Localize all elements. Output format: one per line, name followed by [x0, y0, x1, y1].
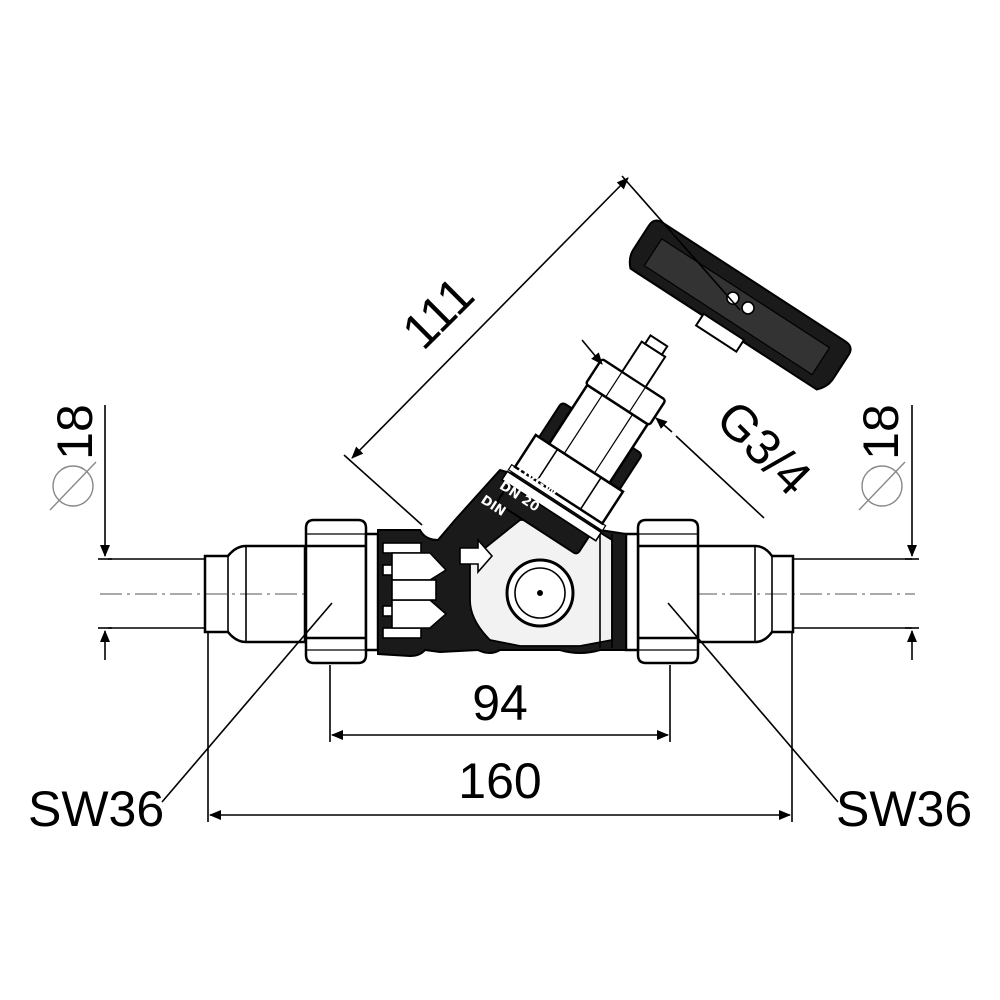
dimension-thread — [581, 339, 765, 519]
wrench-size-right-label: SW36 — [836, 781, 972, 837]
dimension-94-label: 94 — [472, 675, 528, 731]
dimension-dia-left-label: 18 — [47, 404, 103, 460]
left-pipe — [108, 544, 307, 644]
dimension-dia-right-label: 18 — [853, 404, 909, 460]
dimension-94 — [329, 665, 671, 742]
dimension-dia-right — [905, 405, 919, 660]
dimension-160 — [207, 632, 793, 822]
leader-right-sw36 — [667, 602, 839, 803]
dimension-160-label: 160 — [458, 753, 541, 809]
flow-direction-arrow — [459, 537, 494, 575]
wrench-size-left-label: SW36 — [28, 781, 164, 837]
right-pipe — [696, 544, 912, 644]
dimension-111 — [343, 175, 741, 526]
diameter-symbol-left — [49, 461, 97, 511]
leader-left-sw36 — [161, 602, 333, 803]
dimension-thread-label: G3/4 — [706, 390, 822, 506]
right-union-nut — [624, 518, 700, 665]
dimension-dia-left — [98, 405, 112, 660]
left-union-nut — [304, 518, 380, 665]
dimension-111-label: 111 — [391, 266, 484, 359]
diameter-symbol-right — [858, 461, 906, 511]
